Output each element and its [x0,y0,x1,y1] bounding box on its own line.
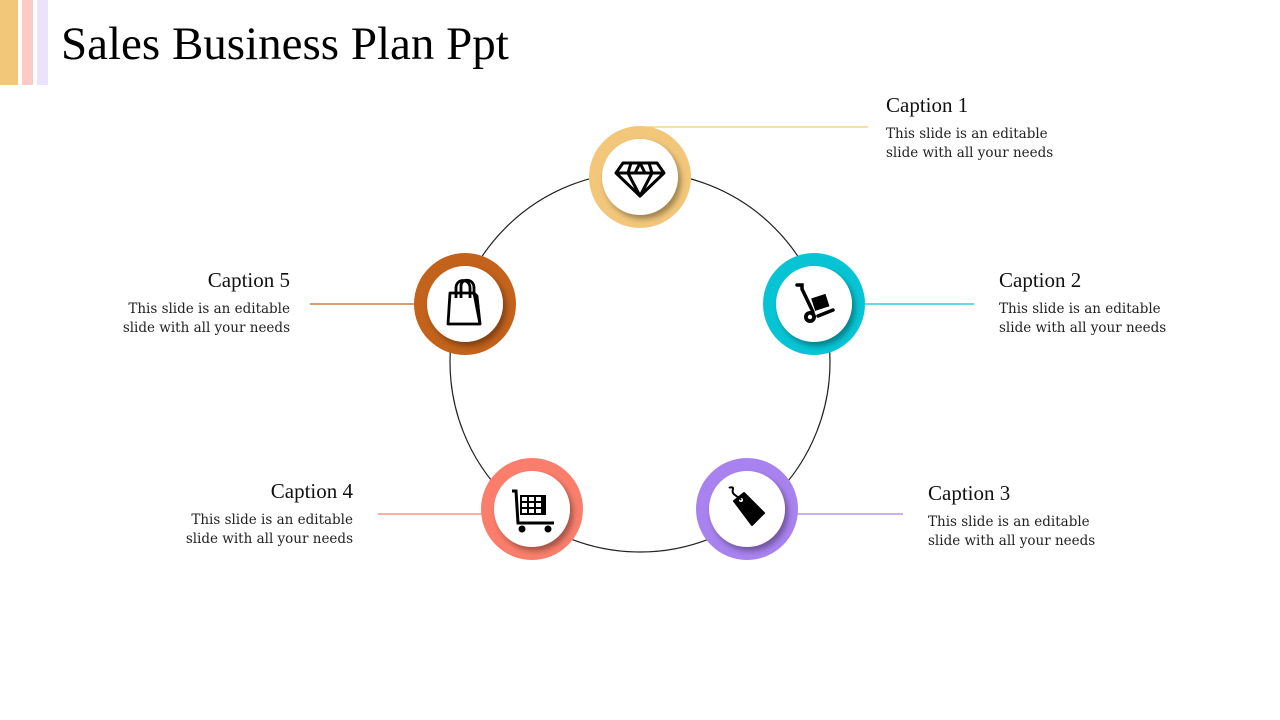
accent-bar-orange [0,0,18,85]
caption-description: This slide is an editable slide with all… [928,514,1096,549]
accent-bar-lavender [37,0,48,85]
node-1 [589,126,691,228]
caption-block-5: Caption 5 This slide is an editable slid… [50,267,290,338]
shopping-bag-icon [446,278,482,326]
hand-truck-icon [795,283,835,323]
caption-block-1: Caption 1 This slide is an editable slid… [886,92,1126,163]
caption-title: Caption 2 [999,268,1082,292]
price-tag-icon [728,486,765,526]
caption-title: Caption 1 [886,93,969,117]
node-5 [414,253,516,355]
accent-bar-pink [22,0,33,85]
caption-description: This slide is an editable slide with all… [122,301,290,336]
node-center-1 [602,139,678,215]
diamond-icon [614,161,666,198]
caption-description: This slide is an editable slide with all… [886,126,1054,161]
caption-block-2: Caption 2 This slide is an editable slid… [999,267,1239,338]
slide-title: Sales Business Plan Ppt [61,18,509,70]
shopping-cart-icon [512,489,554,533]
caption-title: Caption 5 [207,268,290,292]
node-center-5 [427,266,503,342]
caption-description: This slide is an editable slide with all… [185,512,353,547]
caption-block-3: Caption 3 This slide is an editable slid… [928,480,1168,551]
caption-title: Caption 4 [270,479,353,503]
caption-block-4: Caption 4 This slide is an editable slid… [113,478,353,549]
caption-description: This slide is an editable slide with all… [999,301,1167,336]
caption-title: Caption 3 [928,481,1011,505]
